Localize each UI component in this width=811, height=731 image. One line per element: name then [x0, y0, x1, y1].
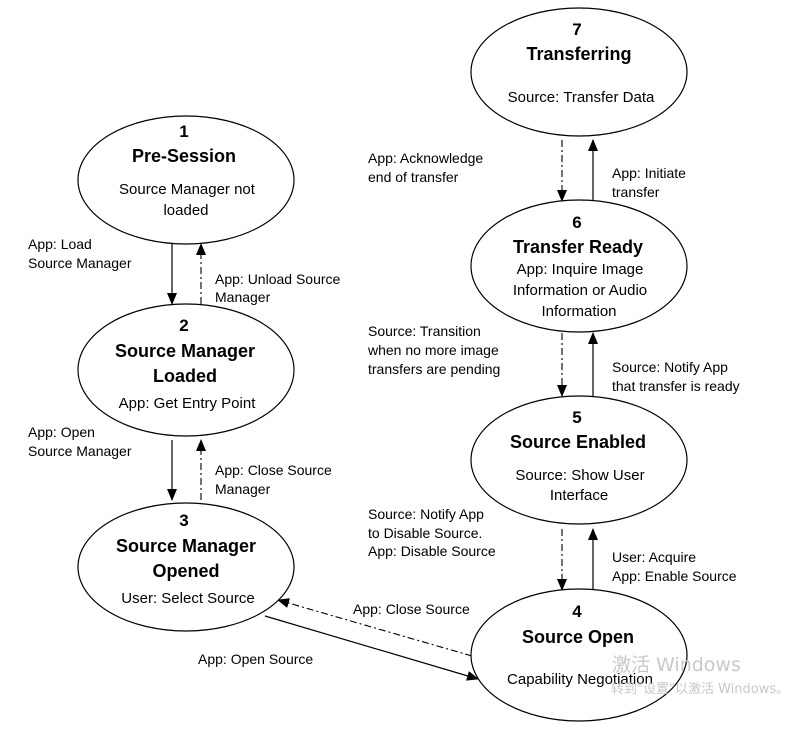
state-2-shape — [77, 303, 295, 437]
state-title: Transferring — [526, 44, 631, 64]
label-t4: App: Close Source — [215, 462, 332, 478]
state-5-shape — [470, 395, 688, 525]
state-number: 5 — [572, 408, 581, 427]
state-desc: User: Select Source — [121, 590, 254, 607]
state-title: Loaded — [153, 366, 217, 386]
arrow-t5 — [264, 615, 479, 681]
label-t3: App: Open — [28, 424, 95, 440]
state-title: Transfer Ready — [513, 237, 643, 257]
state-desc: Capability Negotiation — [507, 671, 653, 688]
state-desc: Information or Audio — [513, 282, 647, 299]
state-1: 1 Pre-Session Source Manager not loaded — [119, 122, 256, 219]
state-title: Source Enabled — [510, 432, 646, 452]
transition-lines — [167, 139, 598, 681]
state-6-shape — [470, 199, 688, 333]
state-desc: App: Get Entry Point — [119, 395, 257, 412]
label-t4: Manager — [215, 481, 271, 497]
label-t10: Source: Transition — [368, 323, 481, 339]
state-desc: Source Manager not — [119, 181, 256, 198]
label-t10: when no more image — [367, 342, 499, 358]
state-number: 6 — [572, 213, 581, 232]
state-title: Opened — [152, 561, 219, 581]
state-number: 2 — [179, 316, 188, 335]
label-t5: App: Open Source — [198, 651, 313, 667]
state-3: 3 Source Manager Opened User: Select Sou… — [116, 511, 256, 607]
label-t11: App: Initiate — [612, 165, 686, 181]
state-desc: Information — [541, 303, 616, 320]
state-number: 7 — [572, 20, 581, 39]
state-2: 2 Source Manager Loaded App: Get Entry P… — [115, 316, 256, 412]
state-desc: App: Inquire Image — [517, 261, 644, 278]
arrow-t6 — [277, 598, 473, 657]
state-desc: Source: Show User — [515, 467, 644, 484]
label-t2: Manager — [215, 289, 271, 305]
state-5: 5 Source Enabled Source: Show User Inter… — [510, 408, 646, 504]
label-t9: that transfer is ready — [612, 378, 740, 394]
state-number: 3 — [179, 511, 188, 530]
watermark-line2: 转到"设置"以激活 Windows。 — [611, 682, 789, 697]
label-t11: transfer — [612, 184, 660, 200]
label-t10: transfers are pending — [368, 361, 500, 377]
state-title: Source Manager — [115, 341, 255, 361]
state-1-shape — [77, 115, 295, 245]
state-title: Source Manager — [116, 536, 256, 556]
state-title: Source Open — [522, 627, 634, 647]
watermark-line1: 激活 Windows — [612, 654, 741, 676]
label-t12: end of transfer — [368, 169, 459, 185]
state-desc: loaded — [163, 202, 208, 219]
state-desc: Source: Transfer Data — [508, 89, 655, 106]
state-3-shape — [77, 502, 295, 632]
label-t1: App: Load — [28, 236, 92, 252]
state-7: 7 Transferring Source: Transfer Data — [508, 20, 655, 106]
label-t6: App: Close Source — [353, 601, 470, 617]
label-t1: Source Manager — [28, 255, 132, 271]
activation-watermark: 激活 Windows 转到"设置"以激活 Windows。 — [611, 654, 789, 697]
state-4: 4 Source Open Capability Negotiation — [507, 602, 653, 688]
label-t8: to Disable Source. — [368, 525, 482, 541]
label-t8: App: Disable Source — [368, 543, 496, 559]
label-t8: Source: Notify App — [368, 506, 484, 522]
state-desc: Interface — [550, 487, 608, 504]
label-t9: Source: Notify App — [612, 359, 728, 375]
state-number: 1 — [179, 122, 188, 141]
label-t2: App: Unload Source — [215, 271, 341, 287]
transition-labels: App: Load Source Manager App: Unload Sou… — [28, 150, 740, 667]
label-t12: App: Acknowledge — [368, 150, 483, 166]
state-4-shape — [470, 588, 688, 722]
state-7-shape — [470, 7, 688, 137]
label-t7: User: Acquire — [612, 549, 696, 565]
label-t7: App: Enable Source — [612, 568, 737, 584]
state-title: Pre-Session — [132, 146, 236, 166]
label-t3: Source Manager — [28, 443, 132, 459]
state-6: 6 Transfer Ready App: Inquire Image Info… — [513, 213, 647, 320]
state-shapes — [77, 7, 688, 722]
state-number: 4 — [572, 602, 582, 621]
